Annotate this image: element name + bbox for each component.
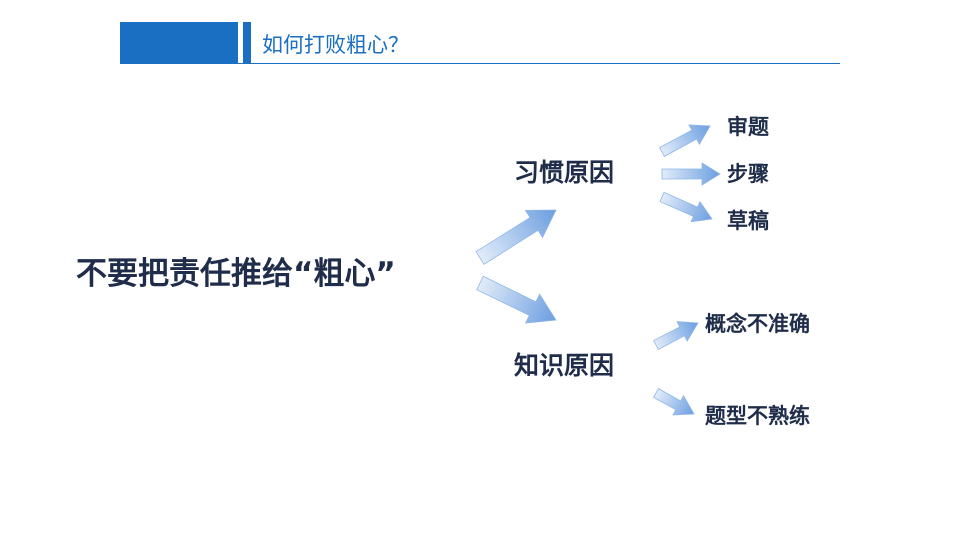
arrow-root-to-knowledge bbox=[476, 275, 557, 324]
leaf-draft: 草稿 bbox=[727, 209, 769, 233]
arrow-habit-to-steps bbox=[661, 162, 721, 186]
arrow-habit-to-draft bbox=[659, 191, 713, 223]
header-accent-bar bbox=[243, 22, 251, 64]
branch-habit: 习惯原因 bbox=[514, 158, 615, 187]
arrow-knowledge-to-concept-shape bbox=[653, 321, 699, 350]
arrow-knowledge-to-concept bbox=[653, 321, 699, 350]
arrow-knowledge-to-type-shape bbox=[653, 388, 695, 416]
arrow-root-to-knowledge-shape bbox=[476, 275, 557, 324]
arrow-habit-to-draft-shape bbox=[659, 191, 713, 223]
arrow-root-to-habit-shape bbox=[475, 209, 557, 265]
root-node: 不要把责任推给“粗心” bbox=[76, 256, 396, 292]
leaf-concept-inaccurate: 概念不准确 bbox=[705, 312, 810, 336]
leaf-question-type-unfamiliar: 题型不熟练 bbox=[705, 404, 810, 428]
header-bar bbox=[120, 22, 238, 64]
arrow-root-to-habit bbox=[475, 209, 557, 265]
header-underline bbox=[120, 63, 840, 64]
arrow-habit-to-steps-shape bbox=[661, 162, 721, 186]
arrow-habit-to-read-shape bbox=[659, 124, 711, 157]
arrow-habit-to-read bbox=[659, 124, 711, 157]
arrow-knowledge-to-type bbox=[653, 388, 695, 416]
slide-title: 如何打败粗心？ bbox=[262, 33, 409, 57]
leaf-read-question: 审题 bbox=[727, 115, 769, 139]
branch-knowledge: 知识原因 bbox=[514, 351, 615, 380]
leaf-steps: 步骤 bbox=[727, 162, 769, 186]
